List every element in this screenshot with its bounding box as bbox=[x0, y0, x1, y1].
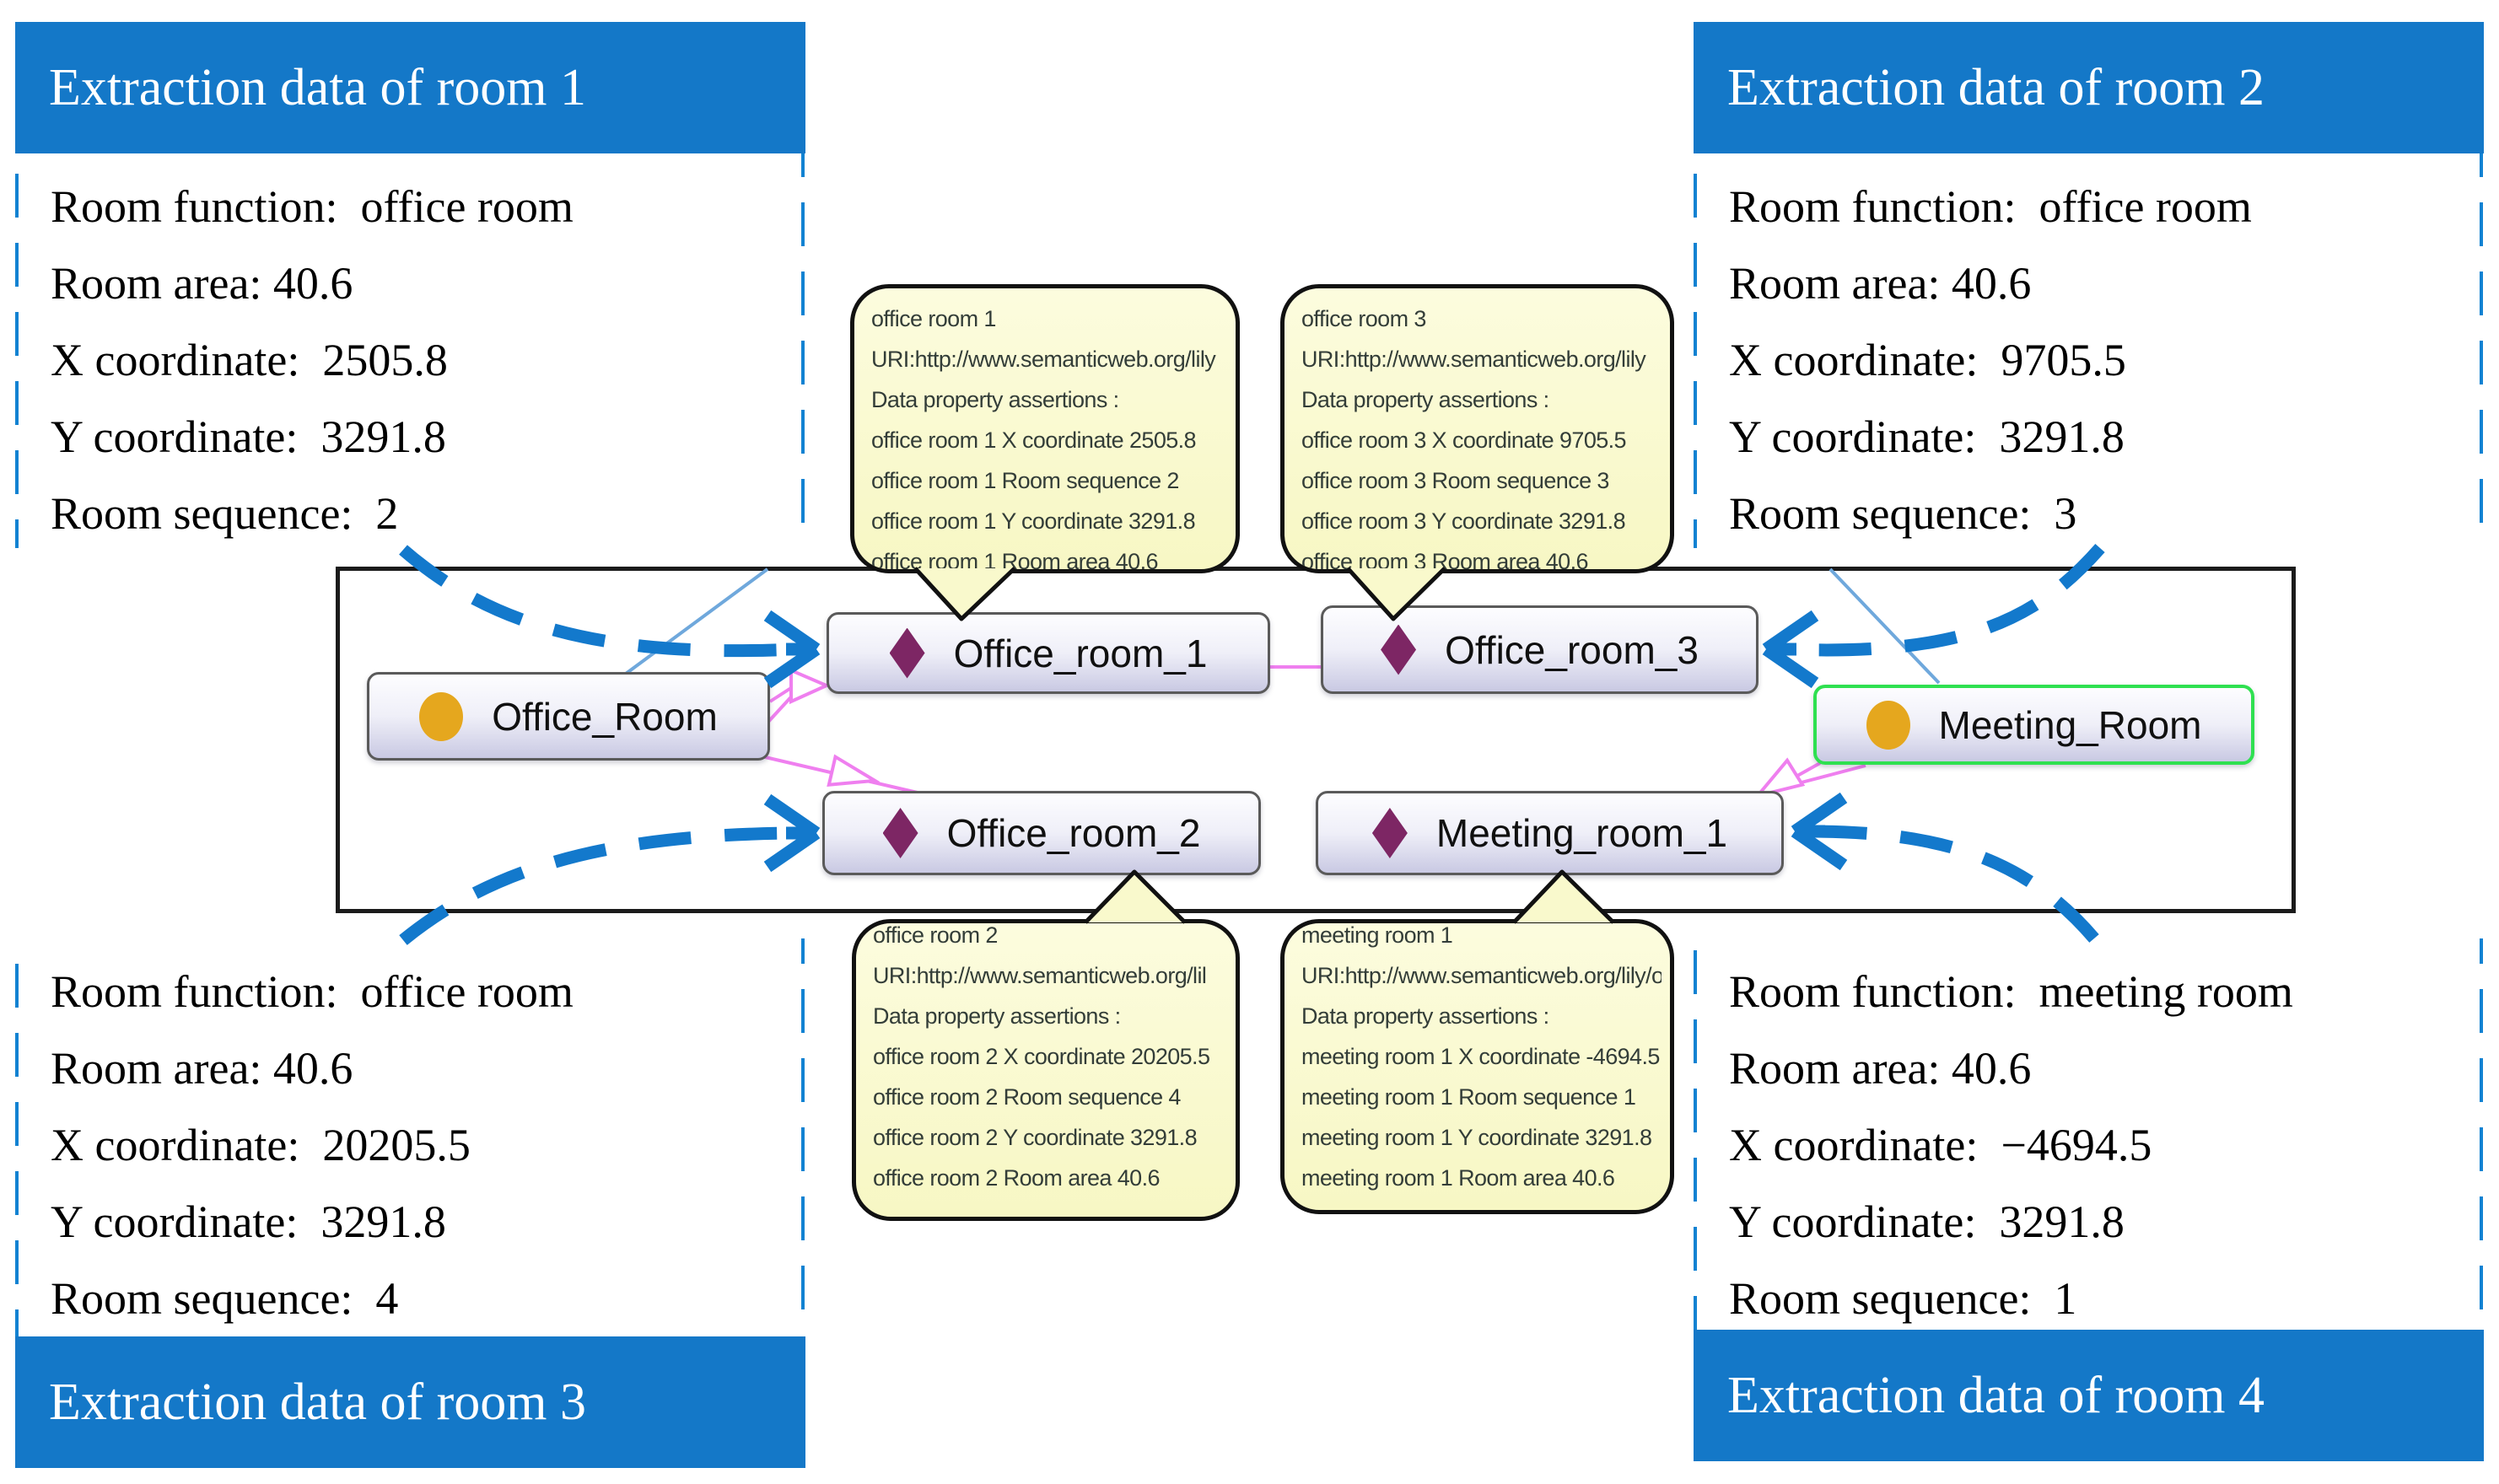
individual-diamond-icon bbox=[1381, 624, 1417, 675]
tooltip-line: office room 1 X coordinate 2505.8 bbox=[871, 427, 1197, 453]
tooltip-line: URI:http://www.semanticweb.org/lily bbox=[871, 347, 1216, 372]
tooltip-line: office room 2 bbox=[873, 922, 998, 948]
data-line: Y coordinate: 3291.8 bbox=[51, 1196, 446, 1247]
tooltip-line: office room 2 Room sequence 4 bbox=[873, 1084, 1181, 1110]
data-line: Room sequence: 2 bbox=[51, 488, 399, 539]
thin-edge-left bbox=[624, 567, 769, 675]
class-node-office-room[interactable]: Office_Room bbox=[367, 672, 770, 761]
extraction-box-room-4: Room function: meeting room Room area: 4… bbox=[1694, 938, 2484, 1468]
data-line: X coordinate: 2505.8 bbox=[51, 335, 448, 385]
tooltip-line: URI:http://www.semanticweb.org/lil bbox=[873, 963, 1207, 988]
relation-meeting-room-to-1b bbox=[1797, 764, 1866, 785]
tooltip-line: meeting room 1 Room area 40.6 bbox=[1301, 1165, 1615, 1191]
data-line: Room area: 40.6 bbox=[1729, 258, 2032, 309]
data-line: Room function: office room bbox=[1729, 181, 2252, 232]
extraction-box-body: Room function: office room Room area: 40… bbox=[1697, 153, 2480, 548]
tooltip-line: office room 3 Room sequence 3 bbox=[1301, 468, 1609, 493]
tooltip-line: Data property assertions : bbox=[1301, 1003, 1549, 1029]
node-label: Meeting_Room bbox=[1938, 702, 2202, 747]
tooltip-line: office room 1 Room area 40.6 bbox=[871, 549, 1159, 573]
tooltip-line: Data property assertions : bbox=[873, 1003, 1121, 1029]
tooltip-line: office room 3 Y coordinate 3291.8 bbox=[1301, 508, 1626, 534]
tooltip-line: meeting room 1 Room sequence 1 bbox=[1301, 1084, 1636, 1110]
extraction-box-title: Extraction data of room 2 bbox=[1694, 22, 2484, 153]
tooltip-line: Data property assertions : bbox=[871, 387, 1119, 412]
data-line: X coordinate: −4694.5 bbox=[1729, 1120, 2152, 1170]
node-label: Office_room_2 bbox=[946, 811, 1201, 855]
node-label: Office_Room bbox=[492, 694, 718, 739]
tooltip-line: Data property assertions : bbox=[1301, 387, 1549, 412]
node-label: Office_room_3 bbox=[1445, 627, 1699, 672]
individual-diamond-icon bbox=[882, 808, 918, 858]
data-line: X coordinate: 20205.5 bbox=[51, 1120, 471, 1170]
instance-node-meeting-room-1[interactable]: Meeting_room_1 bbox=[1316, 791, 1784, 875]
tooltip-line: meeting room 1 bbox=[1301, 922, 1453, 948]
tooltip-line: office room 3 X coordinate 9705.5 bbox=[1301, 427, 1627, 453]
data-line: Room function: office room bbox=[51, 181, 574, 232]
node-label: Meeting_room_1 bbox=[1435, 811, 1728, 855]
tooltip-office-room-2: office room 2 URI:http://www.semanticweb… bbox=[852, 919, 1240, 1221]
extraction-box-title: Extraction data of room 1 bbox=[15, 22, 805, 153]
data-line: Y coordinate: 3291.8 bbox=[1729, 1196, 2125, 1247]
data-line: Room area: 40.6 bbox=[51, 258, 353, 309]
data-line: Room sequence: 4 bbox=[51, 1273, 399, 1324]
tooltip-line: office room 3 bbox=[1301, 306, 1426, 331]
tooltip-line: office room 2 X coordinate 20205.5 bbox=[873, 1044, 1210, 1069]
data-line: Y coordinate: 3291.8 bbox=[1729, 411, 2125, 462]
class-ellipse-icon bbox=[419, 691, 464, 741]
data-line: Room area: 40.6 bbox=[1729, 1043, 2032, 1094]
tooltip-line: meeting room 1 Y coordinate 3291.8 bbox=[1301, 1125, 1652, 1150]
extraction-box-body: Room function: meeting room Room area: 4… bbox=[1697, 938, 2480, 1330]
instance-node-office-room-3[interactable]: Office_room_3 bbox=[1321, 605, 1758, 694]
tooltip-office-room-1: office room 1 URI:http://www.semanticweb… bbox=[850, 284, 1240, 573]
individual-diamond-icon bbox=[889, 627, 925, 679]
data-line: Room sequence: 1 bbox=[1729, 1273, 2077, 1324]
tooltip-line: office room 1 Room sequence 2 bbox=[871, 468, 1179, 493]
extraction-box-room-2: Extraction data of room 2 Room function:… bbox=[1694, 22, 2484, 548]
extraction-box-title: Extraction data of room 4 bbox=[1694, 1330, 2484, 1461]
tooltip-line: office room 2 Y coordinate 3291.8 bbox=[873, 1125, 1198, 1150]
individual-diamond-icon bbox=[1371, 808, 1408, 858]
tooltip-line: office room 1 Y coordinate 3291.8 bbox=[871, 508, 1196, 534]
data-line: Room sequence: 3 bbox=[1729, 488, 2077, 539]
tooltip-line: office room 1 bbox=[871, 306, 996, 331]
extraction-box-room-3: Room function: office room Room area: 40… bbox=[15, 938, 805, 1468]
data-line: Room function: office room bbox=[51, 966, 574, 1017]
tooltip-line: URI:http://www.semanticweb.org/lily bbox=[1301, 347, 1646, 372]
tooltip-meeting-room-1: meeting room 1 URI:http://www.semanticwe… bbox=[1280, 919, 1674, 1214]
class-ellipse-icon bbox=[1866, 700, 1910, 750]
extraction-box-body: Room function: office room Room area: 40… bbox=[19, 938, 801, 1336]
extraction-box-room-1: Extraction data of room 1 Room function:… bbox=[15, 22, 805, 548]
extraction-box-body: Room function: office room Room area: 40… bbox=[19, 153, 801, 548]
extraction-box-title: Extraction data of room 3 bbox=[15, 1336, 805, 1468]
relation-arrowhead-meeting-room-1 bbox=[1753, 757, 1806, 799]
thin-edge-right bbox=[1828, 567, 1941, 685]
instance-node-office-room-2[interactable]: Office_room_2 bbox=[822, 791, 1261, 875]
data-line: Room function: meeting room bbox=[1729, 966, 2293, 1017]
relation-arrowhead-office-room-1 bbox=[789, 667, 831, 705]
class-node-meeting-room[interactable]: Meeting_Room bbox=[1813, 685, 2254, 765]
tooltip-line: office room 2 Room area 40.6 bbox=[873, 1165, 1161, 1191]
relation-arrowhead-office-room-2 bbox=[827, 754, 881, 787]
tooltip-office-room-3: office room 3 URI:http://www.semanticweb… bbox=[1280, 284, 1674, 573]
node-label: Office_room_1 bbox=[953, 631, 1208, 675]
data-line: Room area: 40.6 bbox=[51, 1043, 353, 1094]
instance-node-office-room-1[interactable]: Office_room_1 bbox=[827, 612, 1270, 694]
data-line: Y coordinate: 3291.8 bbox=[51, 411, 446, 462]
tooltip-line: meeting room 1 X coordinate -4694.5 bbox=[1301, 1044, 1660, 1069]
tooltip-line: office room 3 Room area 40.6 bbox=[1301, 549, 1589, 573]
data-line: X coordinate: 9705.5 bbox=[1729, 335, 2126, 385]
tooltip-line: URI:http://www.semanticweb.org/lily/o bbox=[1301, 963, 1662, 988]
